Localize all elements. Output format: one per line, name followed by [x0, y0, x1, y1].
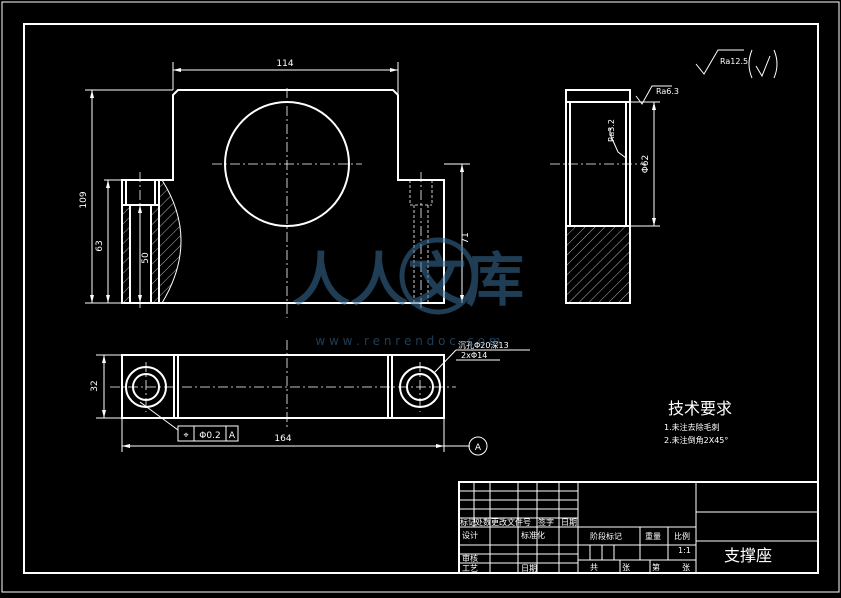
- top-view: [110, 340, 456, 430]
- side-view: Φ62 Ra6.3 Ra3.2: [550, 85, 679, 304]
- dim-50: 50: [141, 252, 151, 264]
- tb-review: 审核: [462, 553, 478, 563]
- tb-page2: 张: [682, 563, 690, 572]
- roughness-bore: Ra3.2: [607, 119, 616, 142]
- tb-page: 第: [652, 562, 660, 572]
- top-dimensions: 32 164 沉孔Φ20深13 2xΦ14 ⌖ Φ0.2 A A: [90, 341, 530, 456]
- dim-63: 63: [95, 240, 105, 251]
- tb-date: 日期: [561, 518, 577, 527]
- watermark-url: w w w . r e n r e n d o c . c o m: [315, 334, 500, 348]
- dim-32: 32: [90, 380, 100, 391]
- tb-standard: 标准化: [521, 530, 545, 540]
- inner-frame: [23, 23, 819, 574]
- tb-design: 设计: [462, 530, 478, 540]
- tech-requirements: 技术要求 1.未注去除毛刺 2.未注倒角2X45°: [664, 399, 732, 445]
- tb-scale-label: 比例: [674, 531, 690, 541]
- tb-scale: 1:1: [678, 546, 691, 555]
- roughness-top: Ra6.3: [656, 87, 679, 96]
- dim-114: 114: [276, 59, 293, 69]
- tb-sheet: 张: [622, 563, 630, 572]
- tb-date2: 日期: [521, 564, 537, 573]
- dim-dia62: Φ62: [641, 155, 651, 174]
- tech-item-1: 1.未注去除毛刺: [664, 422, 720, 432]
- watermark: 人人文库 w w w . r e n r e n d o c . c o m: [292, 237, 524, 348]
- front-dimensions: 114 109 63 50 71: [79, 59, 471, 304]
- part-name: 支撑座: [724, 546, 772, 565]
- dim-71: 71: [461, 232, 471, 243]
- tb-process: 工艺: [462, 564, 478, 573]
- tolerance-symbol: ⌖: [183, 431, 188, 441]
- tb-count: 处数: [475, 517, 491, 527]
- tb-docno: 更改文件号: [491, 517, 531, 527]
- tb-total: 共: [590, 563, 598, 572]
- watermark-text: 人人文库: [292, 246, 524, 314]
- tech-title: 技术要求: [668, 399, 732, 418]
- datum-label: A: [475, 443, 482, 453]
- tolerance-datum: A: [229, 431, 236, 441]
- tb-stage: 阶段标记: [590, 531, 622, 541]
- tech-item-2: 2.未注倒角2X45°: [664, 435, 728, 445]
- tb-sign: 签字: [538, 517, 554, 527]
- roughness-general: Ra12.5: [720, 57, 748, 66]
- note-holes: 2xΦ14: [461, 351, 487, 360]
- general-roughness: Ra12.5: [695, 49, 778, 79]
- note-counterbore: 沉孔Φ20深13: [458, 341, 509, 350]
- dim-109: 109: [79, 191, 89, 208]
- dim-164: 164: [274, 434, 291, 444]
- tolerance-value: Φ0.2: [199, 431, 220, 441]
- title-block: 标记 处数 更改文件号 签字 日期 设计 标准化 审核 工艺 日期 阶段标记 重…: [458, 481, 819, 574]
- tb-mark: 标记: [460, 517, 476, 527]
- tb-weight: 重量: [645, 531, 661, 541]
